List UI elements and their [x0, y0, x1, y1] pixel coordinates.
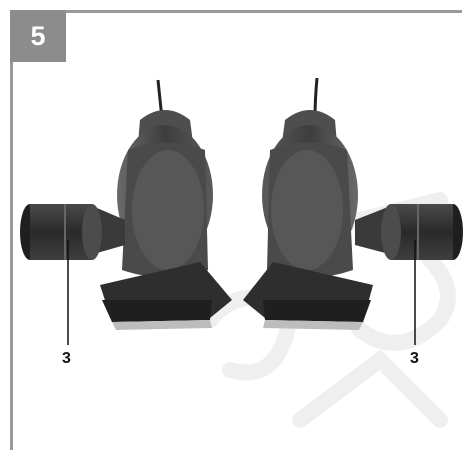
callout-label-left: 3: [62, 350, 71, 367]
left-sander: [20, 79, 232, 345]
figure-frame: [10, 10, 462, 450]
figure-number-badge: 5: [10, 10, 66, 62]
right-sander: [243, 77, 463, 345]
callout-label-right: 3: [410, 350, 419, 367]
